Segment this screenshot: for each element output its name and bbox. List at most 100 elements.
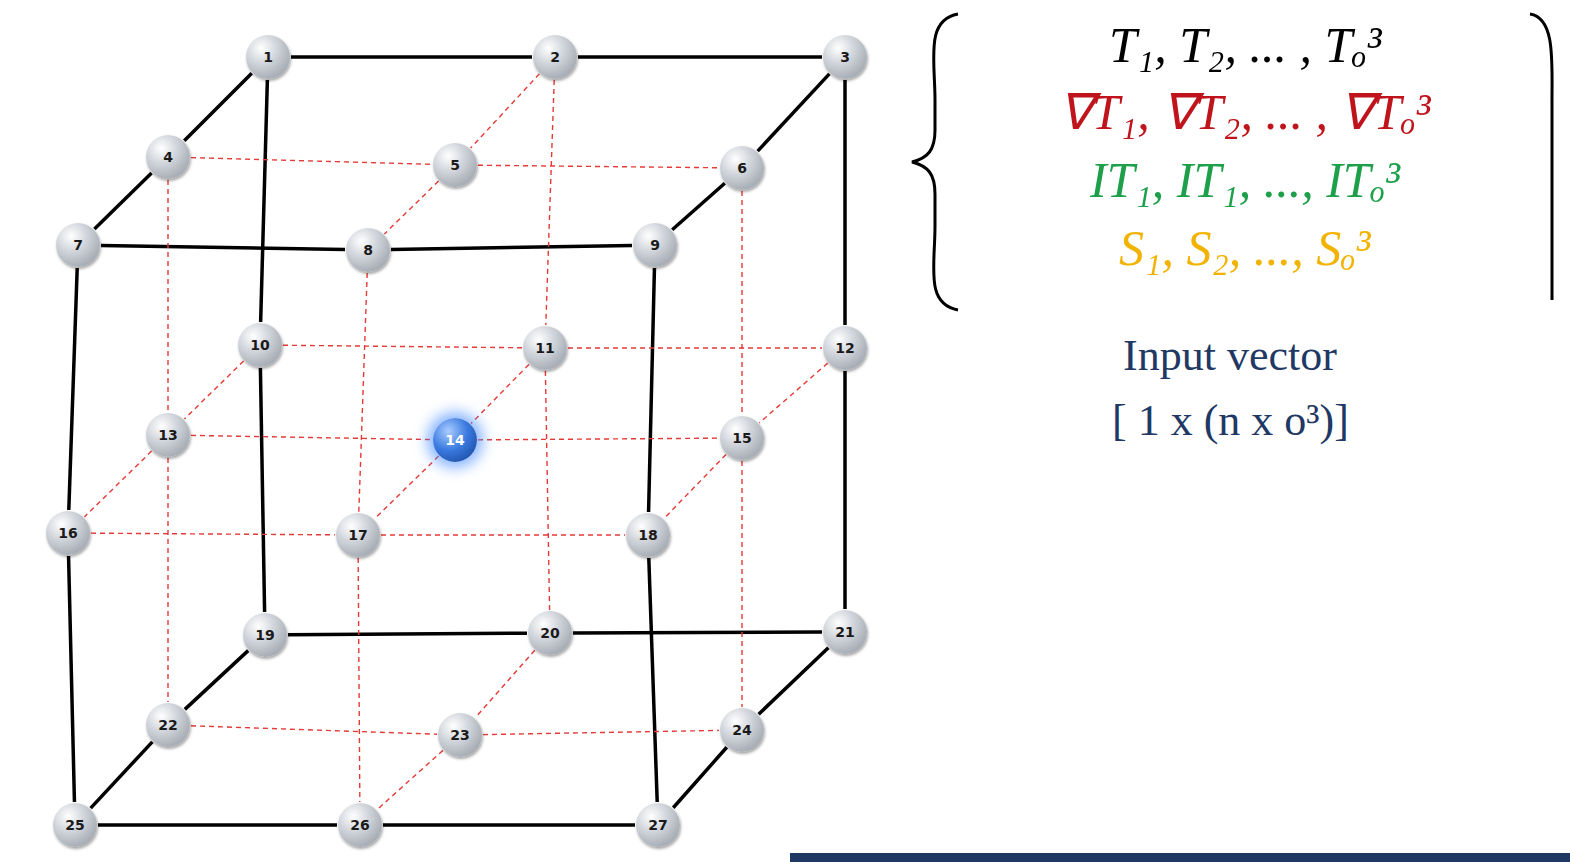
cube-edge (261, 80, 268, 322)
grid-point: 9 (633, 223, 677, 267)
formula-temperature: T₁, T₂, ... , Tₒ³ (1109, 16, 1381, 74)
grid-point: 3 (823, 35, 867, 79)
grid-line (84, 451, 151, 517)
grid-point: 16 (46, 511, 90, 555)
grid-line (191, 726, 437, 734)
formula-integral: IT₁, IT₁, ..., ITₒ³ (1090, 151, 1400, 209)
node-number: 11 (535, 340, 554, 356)
grid-point: 19 (243, 613, 287, 657)
cube-edge (184, 73, 251, 140)
cube-edge (573, 630, 822, 634)
grid-line (759, 363, 827, 423)
cube-edge (843, 371, 847, 609)
grid-line (359, 273, 367, 512)
grid-point: 12 (823, 326, 867, 370)
cube-edge (185, 651, 248, 710)
cube-edge (758, 74, 830, 151)
node-number: 9 (650, 237, 660, 253)
highlighted-grid-point: 14 (433, 418, 477, 462)
node-number: 23 (450, 727, 469, 743)
node-number: 13 (158, 427, 177, 443)
node-number: 10 (250, 337, 269, 353)
formula-gradient: ∇T₁, ∇T₂, ... , ∇Tₒ³ (1059, 83, 1430, 141)
node-number: 25 (65, 817, 84, 833)
grid-line (478, 165, 719, 168)
grid-point: 13 (146, 413, 190, 457)
cube-edge (101, 245, 345, 249)
cube-edge (383, 823, 635, 827)
cube-edge (578, 55, 822, 59)
grid-line (191, 158, 432, 165)
grid-line (471, 74, 540, 148)
cube-edge (391, 245, 632, 249)
grid-point: 2 (533, 35, 577, 79)
node-number: 19 (255, 627, 274, 643)
grid-line (167, 458, 168, 702)
cube-edge (673, 747, 727, 808)
grid-line (184, 361, 243, 419)
cube-edge (759, 648, 829, 714)
grid-point: 15 (720, 416, 764, 460)
grid-point: 22 (146, 703, 190, 747)
grid-line (741, 191, 742, 415)
node-number: 27 (648, 817, 667, 833)
node-number: 20 (540, 625, 559, 641)
grid-line (374, 456, 438, 519)
grid-line (191, 435, 432, 439)
node-number: 14 (445, 432, 464, 448)
left-brace (912, 14, 958, 310)
grid-line (283, 345, 522, 348)
grid-line (741, 461, 742, 707)
node-number: 6 (737, 160, 747, 176)
node-number: 7 (73, 237, 83, 253)
grid-point: 5 (433, 143, 477, 187)
caption-dimension: [ 1 x (n x o³)] (1112, 395, 1349, 446)
cube-edge (649, 558, 657, 802)
node-number: 1 (263, 49, 273, 65)
grid-point: 23 (438, 713, 482, 757)
caption-text: Input vector (1123, 330, 1337, 381)
footer-bar (790, 853, 1570, 862)
grid-line (546, 80, 554, 325)
grid-line (545, 371, 549, 610)
cube-edge (288, 633, 527, 635)
node-number: 18 (638, 527, 657, 543)
node-number: 5 (450, 157, 460, 173)
right-brace (1530, 14, 1552, 300)
grid-line (471, 364, 529, 423)
node-number: 12 (835, 340, 854, 356)
grid-point: 20 (528, 611, 572, 655)
grid-point: 25 (53, 803, 97, 847)
node-number: 15 (732, 430, 751, 446)
node-number: 26 (350, 817, 369, 833)
node-number: 4 (163, 149, 173, 165)
grid-point: 10 (238, 323, 282, 367)
node-number: 24 (732, 722, 751, 738)
grid-line (664, 455, 726, 519)
grid-point: 21 (823, 610, 867, 654)
cube-edge (843, 80, 847, 325)
node-number: 3 (840, 49, 850, 65)
grid-line (483, 730, 719, 734)
cube-edge (291, 55, 532, 59)
node-number: 22 (158, 717, 177, 733)
grid-point: 27 (636, 803, 680, 847)
grid-line (384, 181, 438, 234)
grid-point: 24 (720, 708, 764, 752)
grid-point: 11 (523, 326, 567, 370)
grid-point: 17 (336, 513, 380, 557)
cube-edge (260, 368, 264, 612)
cube-edge (98, 823, 337, 827)
node-number: 17 (348, 527, 367, 543)
grid-line (568, 347, 822, 348)
grid-line (91, 533, 335, 535)
node-number: 16 (58, 525, 77, 541)
cube-edge (94, 173, 151, 229)
cube-edge (69, 268, 77, 510)
node-number: 21 (835, 624, 854, 640)
cube-edge (649, 268, 655, 512)
grid-line (381, 534, 625, 535)
grid-point: 26 (338, 803, 382, 847)
grid-point: 4 (146, 135, 190, 179)
node-number: 8 (363, 242, 373, 258)
